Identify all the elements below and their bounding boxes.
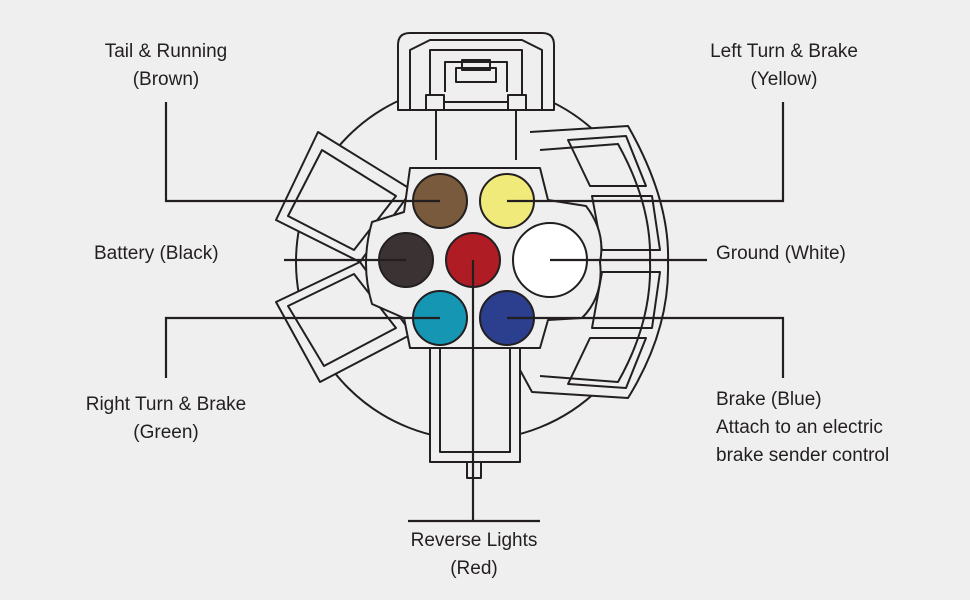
label-reverse-lights: Reverse Lights(Red): [410, 530, 538, 579]
label-right-turn-brake: Right Turn & Brake(Green): [85, 394, 247, 443]
label-battery: Battery (Black): [94, 243, 219, 264]
bottom-stem: [429, 320, 521, 479]
leader-right-turn: [164, 316, 440, 378]
leader-brake: [507, 316, 785, 378]
top-clip: [397, 32, 555, 160]
leader-tail: [164, 102, 440, 203]
label-tail-running: Tail & Running(Brown): [104, 41, 228, 90]
label-left-turn-brake: Left Turn & Brake(Yellow): [710, 41, 858, 90]
label-ground: Ground (White): [716, 243, 846, 264]
leader-left-turn: [507, 102, 785, 203]
